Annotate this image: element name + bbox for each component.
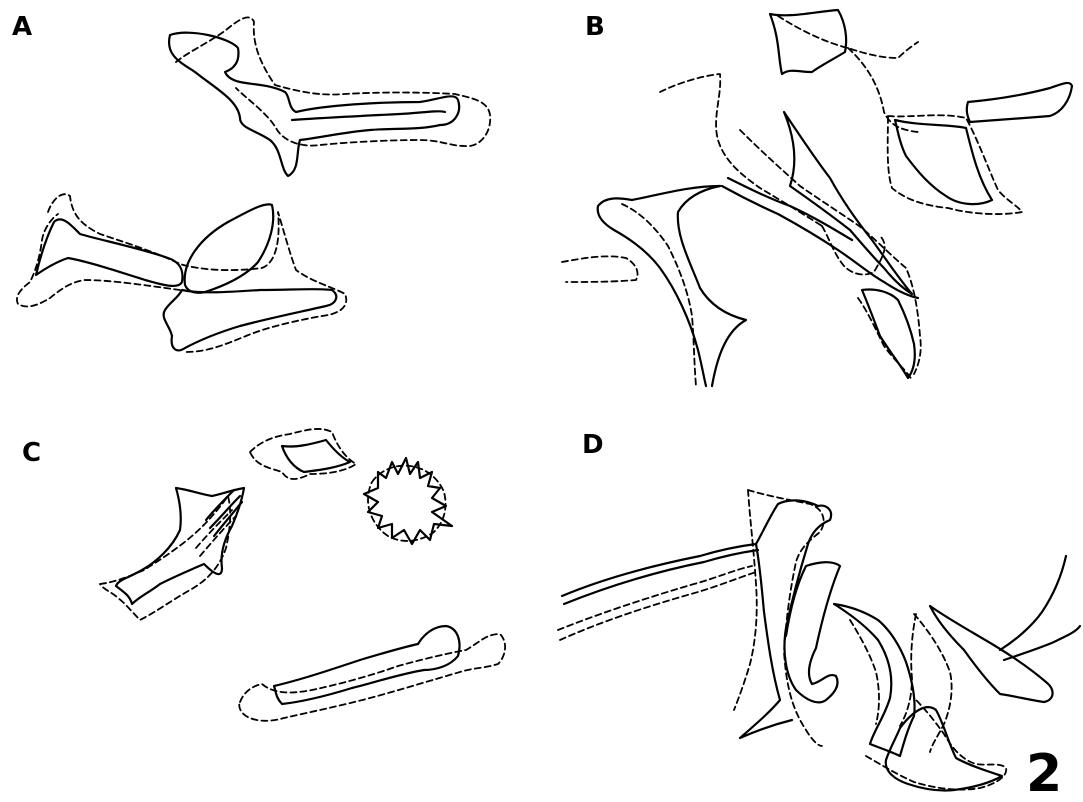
panel-b-cell-outline-dashed [562,256,638,282]
panel-b-cell-outline-solid [784,112,912,294]
panel-d-process-solid [1004,626,1080,660]
panel-d-cell-outline-dashed [866,700,1006,790]
panel-b-outlines [562,10,1072,386]
panel-a-cell-outline-solid [169,33,459,176]
panel-b-cell-outline-dashed [622,204,696,386]
panel-a-cell-outline-solid [36,219,182,286]
panel-b-cell-outline-solid [895,120,992,204]
panel-d-fiber-dashed [560,572,756,640]
panel-label-b: B [585,14,605,40]
panel-d-cell-outline-solid [756,500,840,702]
panel-a-cell-inner-solid [292,111,445,120]
panel-b-cell-outline-dashed [848,48,918,132]
panel-c-cell-outline-dashed [368,466,446,541]
panel-a-cell-outline-solid [185,204,274,292]
panel-a-cell-outline-dashed [176,17,490,146]
panel-b-cell-outline-solid [598,186,720,386]
panel-b-cell-outline-solid [722,186,918,298]
panel-d-process-solid [1000,556,1066,650]
panel-b-cell-outline-solid [862,289,915,378]
panel-a-outlines [17,17,490,352]
panel-c-outlines [100,429,505,721]
panel-label-c: C [22,440,41,466]
panel-label-a: A [12,14,32,40]
panel-d-fiber-dashed [558,566,752,630]
panel-d-fiber-solid [564,550,758,604]
panel-d-cell-outline-solid [834,604,915,756]
panel-b-cell-outline-solid [770,10,846,74]
figure-number: 2 [1026,748,1062,800]
panel-d-fiber-solid [562,544,756,596]
panel-a-cell-outline-solid [164,289,337,350]
panel-c-cell-outline-dashed [239,634,505,721]
panel-b-cell-outline-dashed [740,130,921,374]
panel-d-cell-outline-dashed [748,490,824,746]
panel-d-cell-outline-dashed [734,490,757,710]
panel-d-outlines [558,490,1080,791]
panel-b-cell-outline-solid [967,83,1072,122]
panel-b-cell-outline-solid [678,186,746,386]
panel-c-cell-outline-solid [282,440,350,472]
panel-a-cell-outline-dashed [17,214,180,306]
panel-b-cell-outline-dashed [778,16,918,58]
panel-c-cell-outline-solid [364,458,452,544]
panel-a-cell-outline-dashed [48,194,346,352]
panel-label-d: D [582,432,604,458]
